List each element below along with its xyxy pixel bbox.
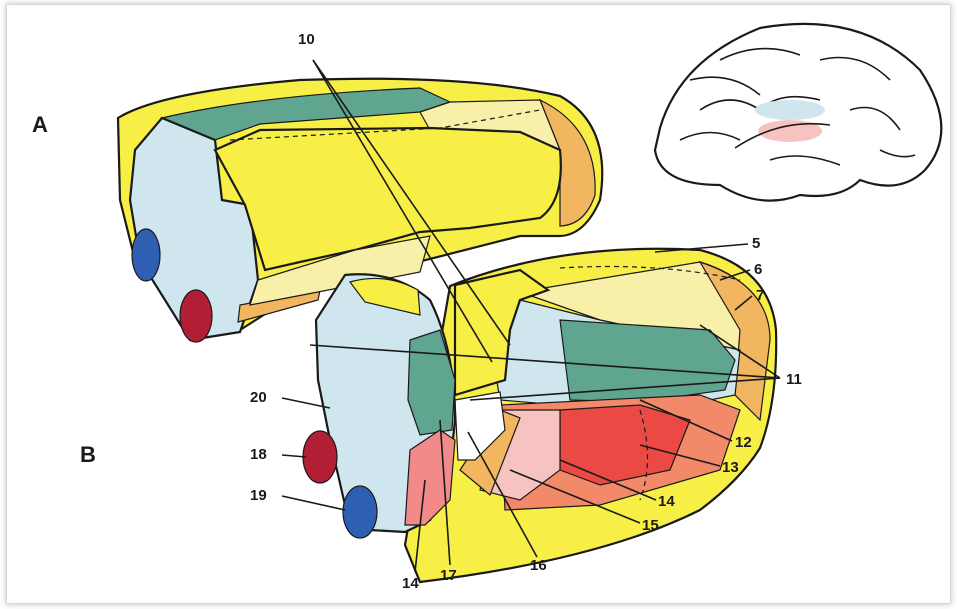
callout-14-right: 14 (658, 493, 675, 510)
panel-b-block (303, 249, 776, 582)
callout-20: 20 (250, 389, 267, 406)
callout-7: 7 (756, 287, 764, 304)
callout-11: 11 (786, 371, 802, 388)
callout-6: 6 (754, 261, 762, 278)
a-red-bulb (180, 290, 212, 342)
leader-19 (282, 496, 345, 510)
panel-label-b: B (80, 442, 96, 467)
b-blue-bulb (343, 486, 377, 538)
callout-13: 13 (722, 459, 739, 476)
callout-17: 17 (440, 567, 457, 584)
callout-14-left: 14 (402, 575, 419, 592)
b-teal-region (560, 320, 735, 402)
callout-15: 15 (642, 517, 659, 534)
callout-19: 19 (250, 487, 267, 504)
a-blue-bulb (132, 229, 160, 281)
callout-5: 5 (752, 235, 760, 252)
panel-label-a: A (32, 112, 48, 137)
callout-10: 10 (298, 31, 315, 48)
callout-18: 18 (250, 446, 267, 463)
inset-brain (655, 24, 941, 201)
b-red-bulb (303, 431, 337, 483)
leader-18 (282, 455, 306, 457)
callout-12: 12 (735, 434, 752, 451)
callout-16: 16 (530, 557, 547, 574)
inset-blue-spot (755, 100, 825, 120)
